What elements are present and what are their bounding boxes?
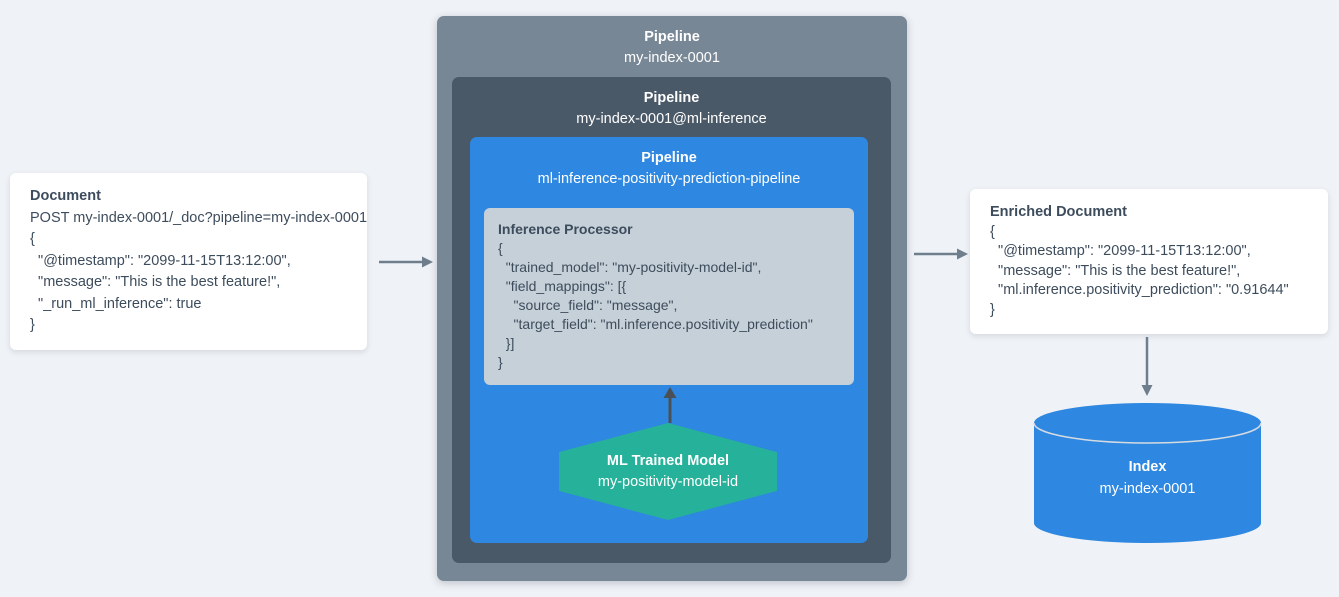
ml-trained-model-title: ML Trained Model xyxy=(606,452,730,469)
arrow-model-to-processor-icon xyxy=(663,387,677,423)
pipeline-middle-name: my-index-0001@ml-inference xyxy=(576,110,767,127)
pipeline-middle-header: Pipeline my-index-0001@ml-inference xyxy=(452,77,891,129)
arrow-pipeline-to-enriched-icon xyxy=(914,248,968,260)
arrow-document-to-pipeline-icon xyxy=(379,256,433,268)
ml-trained-model-name: my-positivity-model-id xyxy=(597,473,739,490)
ml-trained-model-hexagon: ML Trained Model my-positivity-model-id xyxy=(559,423,777,520)
pipeline-outer-header: Pipeline my-index-0001 xyxy=(437,16,907,68)
arrow-enriched-to-index-icon xyxy=(1141,337,1153,396)
pipeline-outer-box: Pipeline my-index-0001 Pipeline my-index… xyxy=(437,16,907,581)
index-title: Index xyxy=(1128,459,1167,475)
pipeline-inner-name: ml-inference-positivity-prediction-pipel… xyxy=(537,170,801,187)
pipeline-middle-box: Pipeline my-index-0001@ml-inference Pipe… xyxy=(452,77,891,563)
index-name: my-index-0001 xyxy=(1099,481,1196,497)
document-card-title: Document xyxy=(30,188,101,204)
enriched-document-card: Enriched Document { "@timestamp": "2099-… xyxy=(970,189,1328,334)
pipeline-middle-label: Pipeline xyxy=(643,90,700,106)
pipeline-inner-box: Pipeline ml-inference-positivity-predict… xyxy=(470,137,868,543)
pipeline-outer-name: my-index-0001 xyxy=(624,49,720,66)
inference-processor-body: { "trained_model": "my-positivity-model-… xyxy=(498,240,813,370)
pipeline-outer-label: Pipeline xyxy=(644,29,700,45)
index-label-group: Index my-index-0001 xyxy=(1033,456,1262,500)
inference-processor-box: Inference Processor { "trained_model": "… xyxy=(484,208,854,385)
enriched-document-body: { "@timestamp": "2099-11-15T13:12:00", "… xyxy=(990,223,1289,318)
database-cylinder-icon xyxy=(1033,403,1262,543)
pipeline-inner-header: Pipeline ml-inference-positivity-predict… xyxy=(470,137,868,189)
index-cylinder: Index my-index-0001 xyxy=(1033,402,1262,544)
document-card-body: POST my-index-0001/_doc?pipeline=my-inde… xyxy=(30,209,368,334)
enriched-document-title: Enriched Document xyxy=(990,204,1127,220)
document-card: Document POST my-index-0001/_doc?pipelin… xyxy=(10,173,367,350)
pipeline-inner-label: Pipeline xyxy=(641,150,697,166)
inference-processor-title: Inference Processor xyxy=(498,221,633,237)
